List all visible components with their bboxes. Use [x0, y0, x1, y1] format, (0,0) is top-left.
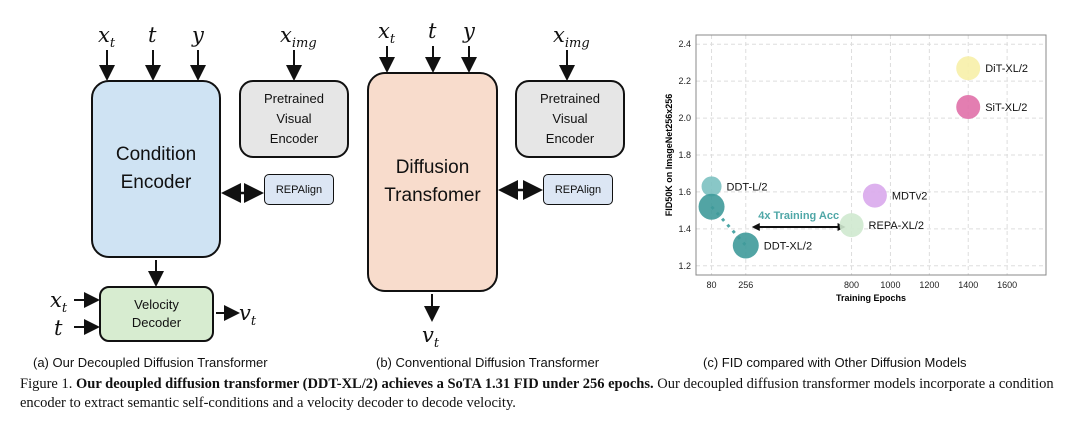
input-t-b: t	[428, 19, 437, 43]
data-point	[956, 56, 981, 81]
decoder-input-xt: xt	[50, 288, 68, 317]
data-point	[862, 183, 887, 208]
output-vt-a: vt	[239, 301, 257, 330]
input-y-b: y	[463, 19, 475, 43]
y-tick-label: 1.8	[678, 150, 691, 160]
y-tick-label: 2.4	[678, 39, 691, 49]
y-tick-label: 1.6	[678, 187, 691, 197]
plot-frame	[695, 34, 1047, 276]
fid-scatter-chart: 1.2 1.4 1.6 1.8 2.0 2.2 2.4 80 256 800 1000 1200 140…	[664, 34, 1047, 303]
input-ximg-a: ximg	[280, 23, 317, 52]
x-tick-label: 1200	[919, 280, 939, 290]
data-point	[839, 213, 864, 238]
figure-caption-bold: Our deoupled diffusion transformer (DDT-…	[75, 376, 654, 392]
data-point-label: DDT-L/2	[727, 181, 768, 193]
x-tick-label: 1000	[880, 280, 900, 290]
acc-annotation: 4x Training Acc	[758, 210, 839, 222]
x-axis-label: Training Epochs	[836, 293, 906, 303]
x-tick-label: 800	[844, 280, 859, 290]
input-xt-a: xt	[98, 23, 116, 52]
x-tick-label: 1600	[997, 280, 1017, 290]
data-point-label: DDT-XL/2	[764, 240, 812, 252]
data-point	[698, 193, 725, 220]
caption-b: (b) Conventional Diffusion Transformer	[376, 355, 600, 370]
y-axis-label: FID50K on ImageNet256x256	[664, 94, 674, 217]
x-tick-label: 80	[707, 280, 717, 290]
input-ximg-b: ximg	[553, 23, 590, 52]
figure-label: Figure 1.	[20, 376, 73, 392]
input-t-a: t	[148, 23, 157, 47]
acc-arrow-head-left	[751, 223, 760, 231]
decoder-input-t: t	[54, 316, 63, 340]
y-tick-label: 2.2	[678, 76, 691, 86]
data-point-label: SiT-XL/2	[985, 102, 1027, 114]
data-point-label: REPA-XL/2	[869, 220, 924, 232]
caption-c: (c) FID compared with Other Diffusion Mo…	[703, 355, 967, 370]
y-tick-label: 1.2	[678, 261, 691, 271]
data-point	[732, 232, 759, 259]
input-y-a: y	[192, 23, 204, 47]
repalign-block-b: REPAlign	[543, 174, 613, 205]
data-point	[956, 95, 981, 119]
x-tick-label: 256	[738, 280, 753, 290]
data-point	[701, 176, 722, 197]
repalign-block-a: REPAlign	[264, 174, 334, 205]
data-point-label: MDTv2	[892, 191, 927, 203]
caption-a: (a) Our Decoupled Diffusion Transformer	[33, 355, 268, 370]
y-tick-label: 1.4	[678, 224, 691, 234]
x-tick-label: 1400	[958, 280, 978, 290]
output-vt-b: vt	[422, 323, 440, 352]
y-tick-label: 2.0	[678, 113, 691, 123]
figure-caption-rest: Our decoupled diffusion transformer mode…	[20, 376, 1054, 411]
figure-caption: Figure 1. Our deoupled diffusion transfo…	[20, 375, 1065, 413]
input-xt-b: xt	[378, 19, 396, 48]
data-point-label: DiT-XL/2	[985, 63, 1028, 75]
